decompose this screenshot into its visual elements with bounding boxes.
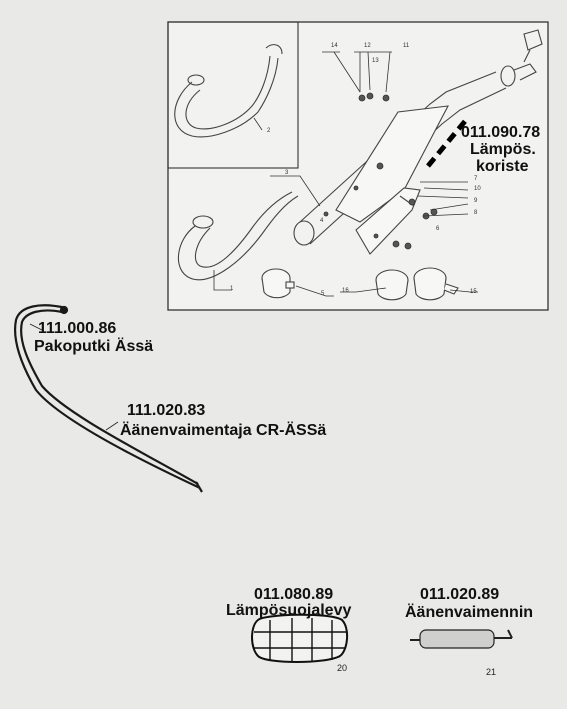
ref-12: 12 bbox=[364, 43, 371, 49]
ref-11: 11 bbox=[403, 43, 410, 49]
left-exhaust-pipe bbox=[14, 304, 203, 493]
heat-cover-name-2: koriste bbox=[476, 158, 529, 175]
silencer-number: 011.020.89 bbox=[420, 586, 500, 603]
inset-frame bbox=[167, 21, 299, 169]
heat-cover-dashes bbox=[426, 118, 468, 168]
exhaust-pipe-number: 111.000.86 bbox=[38, 320, 117, 337]
diagram-frame bbox=[167, 21, 549, 311]
heat-cover-number: 011.090.78 bbox=[461, 124, 541, 141]
heat-shield-ref: 20 bbox=[337, 663, 348, 673]
ref-10: 10 bbox=[474, 186, 481, 192]
clamp-15 bbox=[413, 267, 459, 301]
ref-7: 7 bbox=[474, 176, 478, 182]
heat-shield-name: Lämpösuojalevy bbox=[226, 602, 352, 619]
silencer-name: Äänenvaimennin bbox=[405, 604, 534, 621]
ref-4: 4 bbox=[320, 218, 324, 224]
silencer-ref: 21 bbox=[486, 667, 497, 677]
heat-cover-name-1: Lämpös. bbox=[470, 141, 536, 158]
silencer-cr-number: 111.020.83 bbox=[127, 402, 206, 419]
clamp-5 bbox=[261, 268, 295, 299]
ref-6: 6 bbox=[436, 226, 440, 232]
ref-2: 2 bbox=[267, 128, 271, 134]
ref-1: 1 bbox=[230, 286, 234, 292]
pipe-leader-lines bbox=[29, 323, 119, 431]
heat-shield-plate bbox=[251, 613, 348, 663]
silencer-assembly bbox=[293, 29, 543, 255]
ref-5: 5 bbox=[321, 291, 325, 297]
leader-lines bbox=[213, 51, 478, 297]
exhaust-pipe-name: Pakoputki Ässä bbox=[34, 338, 154, 355]
silencer-part bbox=[410, 629, 513, 649]
ref-13: 13 bbox=[372, 58, 379, 64]
ref-9: 9 bbox=[474, 198, 478, 204]
fasteners bbox=[323, 92, 438, 250]
clamp-16 bbox=[375, 269, 409, 301]
silencer-cr-name: Äänenvaimentaja CR-ÄSSä bbox=[120, 422, 327, 439]
ref-14: 14 bbox=[331, 43, 338, 49]
heat-shield-number: 011.080.89 bbox=[254, 586, 334, 603]
inset-exhaust-pipe bbox=[174, 44, 283, 138]
main-exhaust-pipe bbox=[177, 191, 299, 281]
ref-8: 8 bbox=[474, 210, 478, 216]
ref-3: 3 bbox=[285, 170, 289, 176]
ref-15: 15 bbox=[470, 289, 477, 295]
ref-16: 16 bbox=[342, 288, 349, 294]
